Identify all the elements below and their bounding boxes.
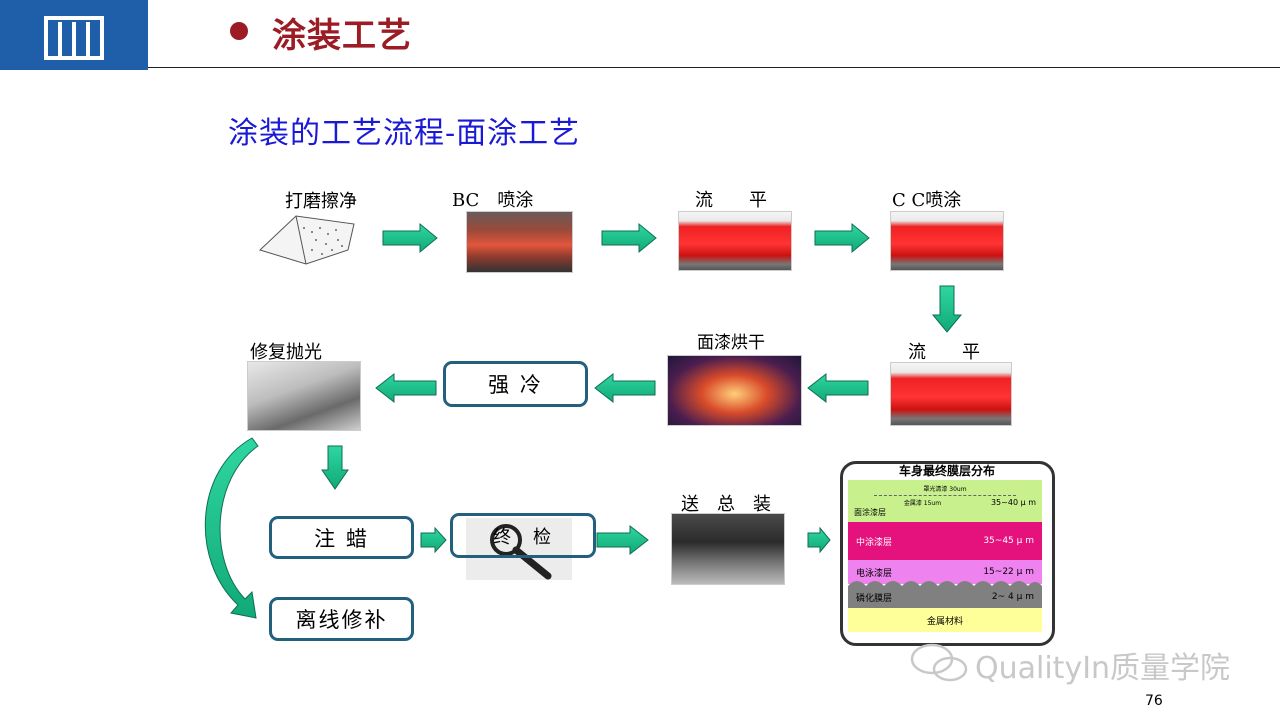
leveling-photo-1 bbox=[678, 211, 792, 271]
arrow-down-icon bbox=[321, 445, 349, 490]
step-label-topcoat-bake: 面漆烘干 bbox=[697, 333, 765, 353]
watermark-text: QualityIn质量学院 bbox=[975, 651, 1231, 686]
layer-name: 中涂漆层 bbox=[856, 537, 893, 548]
layer-thickness: 2~ 4 μ m bbox=[991, 592, 1034, 602]
sanding-paper-illustration bbox=[256, 210, 356, 266]
film-layer-primer: 中涂漆层 35~45 μ m bbox=[848, 522, 1042, 560]
logo-mark-icon bbox=[44, 16, 104, 60]
arrow-right-icon bbox=[596, 524, 649, 556]
layer-name: 电泳漆层 bbox=[856, 568, 893, 579]
header-divider bbox=[148, 67, 1280, 68]
step-label-leveling-2: 流 平 bbox=[908, 342, 980, 363]
page-number: 76 bbox=[1145, 693, 1163, 709]
layer-thickness: 15~22 μ m bbox=[983, 567, 1034, 577]
inspection-box: 终 检 bbox=[450, 513, 596, 558]
layer-scallop-edge bbox=[848, 581, 1042, 586]
cc-spray-photo bbox=[890, 211, 1004, 271]
arrow-left-icon bbox=[807, 372, 869, 404]
wechat-icon bbox=[910, 643, 968, 682]
arrow-down-icon bbox=[931, 285, 963, 333]
process-subtitle: 涂装的工艺流程-面涂工艺 bbox=[228, 116, 581, 151]
clear-coat-note: 罩光清漆 30um bbox=[923, 486, 967, 493]
arrow-left-icon bbox=[594, 372, 656, 404]
film-layer-metal: 金属材料 bbox=[848, 608, 1042, 632]
repair-polish-photo bbox=[247, 361, 361, 431]
layer-thickness: 35~45 μ m bbox=[983, 536, 1034, 546]
film-layer-electrocoat: 电泳漆层 15~22 μ m bbox=[848, 560, 1042, 584]
inspection-image bbox=[466, 518, 572, 580]
arrow-right-icon bbox=[814, 222, 870, 254]
to-assembly-photo bbox=[671, 513, 785, 585]
film-layer-phosphate: 磷化膜层 2~ 4 μ m bbox=[848, 586, 1042, 608]
metal-coat-note: 金属漆 15um bbox=[903, 500, 942, 507]
step-label-sanding: 打磨擦净 bbox=[285, 191, 357, 212]
step-label-bc-spray: BC 喷涂 bbox=[452, 190, 534, 211]
step-label-to-assembly: 送 总 装 bbox=[681, 494, 771, 515]
layer-name: 面涂漆层 bbox=[854, 508, 886, 517]
curved-arrow-icon bbox=[204, 437, 259, 619]
step-label-repair-polish: 修复抛光 bbox=[250, 342, 322, 363]
leveling-photo-2 bbox=[890, 362, 1012, 426]
page-title: 涂装工艺 bbox=[272, 16, 412, 56]
magnifier-icon bbox=[490, 524, 552, 580]
arrow-right-icon bbox=[807, 526, 831, 554]
film-layer-title: 车身最终膜层分布 bbox=[898, 464, 995, 478]
step-label-cc-spray: C C喷涂 bbox=[892, 190, 962, 211]
arrow-right-icon bbox=[382, 222, 438, 254]
film-layer-topcoat: 罩光清漆 30um 金属漆 15um 35~40 μ m 面涂漆层 bbox=[848, 480, 1042, 522]
layer-name: 金属材料 bbox=[926, 616, 963, 627]
forced-cooling-box: 强 冷 bbox=[443, 361, 588, 407]
offline-repair-box: 离线修补 bbox=[269, 597, 414, 641]
title-bullet-icon bbox=[230, 22, 248, 40]
layer-thickness: 35~40 μ m bbox=[990, 498, 1036, 507]
logo bbox=[0, 0, 148, 70]
layer-name: 磷化膜层 bbox=[856, 593, 893, 604]
step-label-leveling-1: 流 平 bbox=[695, 190, 767, 211]
arrow-right-icon bbox=[601, 222, 657, 254]
topcoat-bake-photo bbox=[667, 355, 802, 426]
arrow-left-icon bbox=[375, 372, 437, 404]
wax-injection-box: 注 蜡 bbox=[269, 516, 414, 559]
arrow-right-icon bbox=[420, 526, 447, 554]
bc-spray-photo bbox=[466, 211, 573, 273]
